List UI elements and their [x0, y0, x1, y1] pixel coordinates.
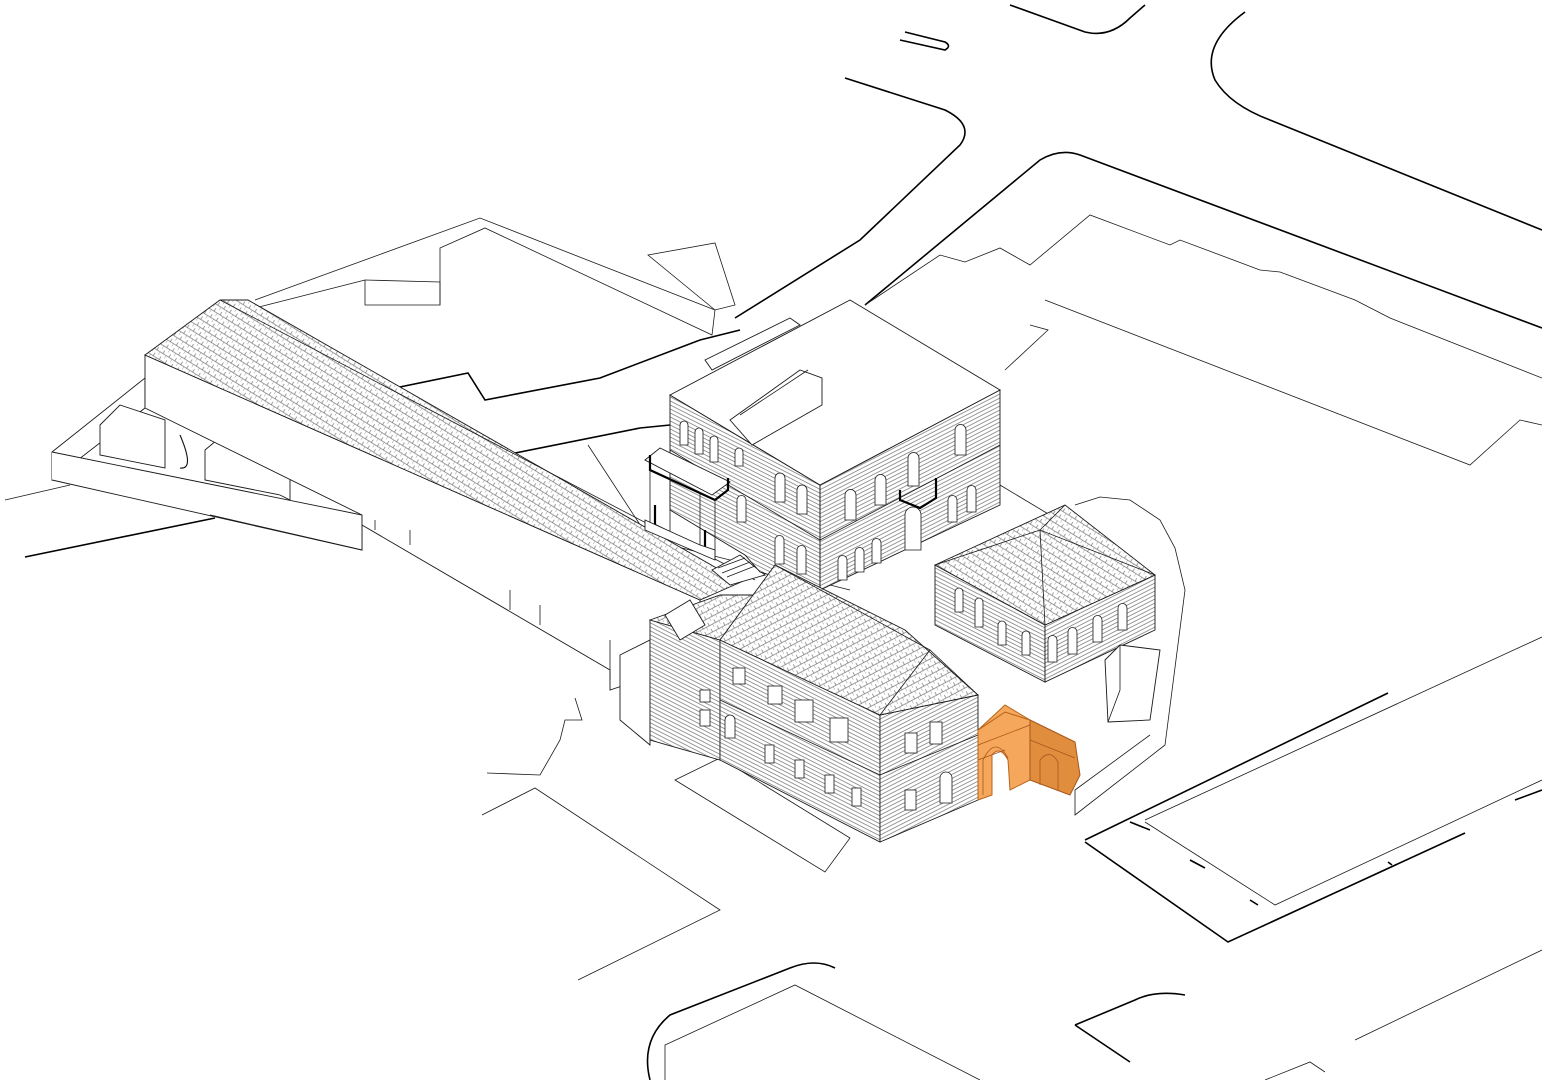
house-left-windows	[679, 420, 808, 575]
street-edge-left	[4, 484, 71, 501]
long-barn	[51, 299, 781, 691]
plot-top-curb	[394, 329, 741, 401]
plot-right-large	[864, 214, 1542, 379]
street-step-lower-left	[486, 697, 583, 776]
street-edge-bottom-right	[1264, 949, 1542, 1080]
street-curb-main	[734, 77, 966, 319]
plot-top-wall	[254, 217, 716, 336]
street-curb-far-right	[1514, 789, 1542, 801]
house-balcony-left	[644, 447, 731, 561]
gateway-arch	[982, 746, 1059, 795]
gateway-top	[977, 704, 1031, 731]
street-curb-right	[1210, 11, 1542, 231]
street-dash-1	[1129, 821, 1393, 906]
barn-plinth	[209, 514, 363, 551]
street-curb-lower-right	[1084, 692, 1389, 841]
street-curb-top	[1009, 4, 1146, 35]
gateway-mouldings	[977, 724, 1076, 761]
plot-right-inner	[1044, 299, 1542, 466]
house-dormer-ridge	[739, 369, 809, 416]
house-dormer	[729, 369, 823, 446]
front-wing	[619, 564, 979, 843]
street-island	[899, 31, 950, 51]
street-curb-bottom-right	[1074, 992, 1186, 1063]
street-curb-left	[24, 517, 216, 558]
pavilion-roof-hips	[934, 504, 1156, 626]
pavilion	[933, 504, 1161, 723]
front-wing-base	[619, 639, 651, 746]
pavilion-windows	[954, 587, 1128, 663]
street-curb-lower-right-2	[1084, 832, 1466, 943]
front-wing-floor-line	[719, 699, 979, 776]
courtyard-right	[999, 484, 1186, 816]
front-wing-ridge	[774, 564, 979, 716]
pavilion-annex-edge	[1107, 645, 1121, 723]
plot-top-small	[647, 242, 736, 311]
neighbour-plots	[254, 214, 1542, 816]
street-curb-bottom	[646, 962, 836, 1080]
street-edge-lower	[674, 757, 851, 873]
gateway-highlight	[977, 704, 1081, 801]
outbuilding-1	[99, 404, 166, 469]
street-outlines	[4, 4, 1542, 1080]
street-edge-bottom	[664, 984, 981, 1080]
front-wing-windows	[699, 667, 953, 811]
front-wing-gable	[664, 599, 706, 641]
front-wing-end	[879, 694, 979, 843]
plot-curb-middle	[504, 424, 671, 456]
plot-right-notch	[1004, 324, 1049, 371]
barn-wall-divisions	[374, 520, 611, 680]
street-block-right	[1144, 636, 1542, 906]
pavilion-annex	[1104, 644, 1161, 723]
plot-top-wall-2	[364, 279, 441, 305]
barn-stair	[711, 554, 766, 586]
house-right-windows	[837, 424, 977, 581]
barn-arc	[179, 434, 189, 469]
street-curb-block	[864, 151, 1542, 329]
barn-stair-lines	[717, 557, 756, 578]
front-wing-roof	[719, 564, 979, 716]
street-block-lower-left	[481, 787, 721, 981]
main-house	[644, 299, 1001, 591]
house-balcony-right	[898, 478, 938, 510]
house-annex-roof	[704, 317, 801, 371]
